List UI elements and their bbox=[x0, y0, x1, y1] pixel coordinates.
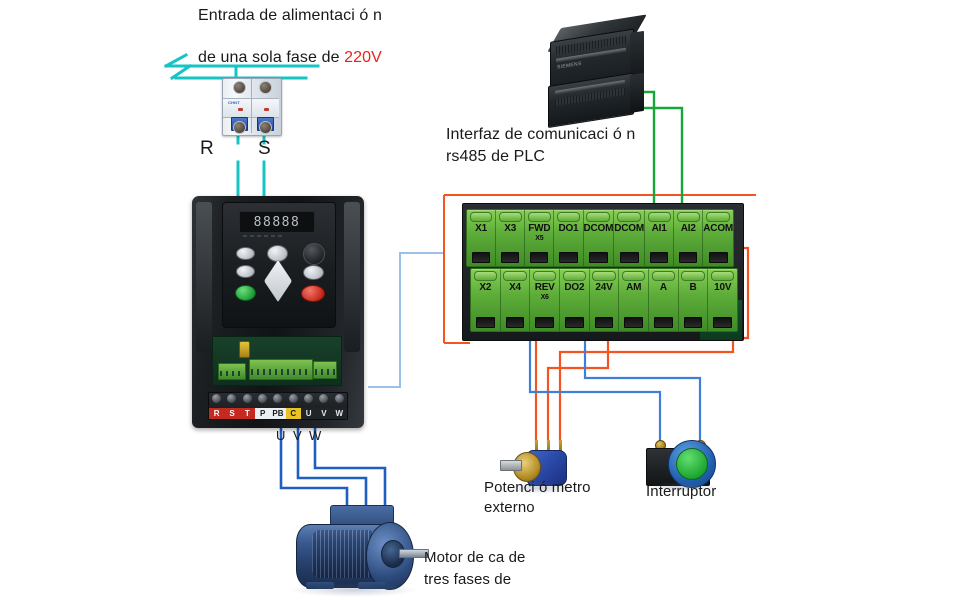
terminal-a[interactable]: A bbox=[649, 269, 679, 331]
terminal-label: X1 bbox=[475, 223, 487, 234]
motor-label-line2: tres fases de bbox=[424, 571, 512, 588]
prg-button[interactable] bbox=[236, 247, 255, 260]
vfd-display-value: 88888 bbox=[253, 214, 301, 230]
terminal-ai2[interactable]: AI2 bbox=[674, 210, 704, 266]
plc-label-line2: rs485 de PLC bbox=[446, 148, 546, 165]
terminal-label: DO1 bbox=[558, 223, 579, 234]
terminal-label: ACOM bbox=[703, 223, 734, 234]
terminal-label-main: REV bbox=[534, 282, 555, 293]
terminal-label: DO2 bbox=[564, 282, 585, 293]
terminal-label: 10V bbox=[714, 282, 732, 293]
shift-button[interactable] bbox=[303, 265, 324, 280]
terminal-x2[interactable]: X2 bbox=[471, 269, 501, 331]
vfd-terminal-label: U bbox=[300, 408, 317, 419]
data-enter-button[interactable] bbox=[236, 265, 255, 278]
vfd-terminal-label: C bbox=[285, 408, 301, 419]
terminal-label: AI1 bbox=[651, 223, 667, 234]
terminal-24v[interactable]: 24V bbox=[590, 269, 620, 331]
potentiometer-label-line1: Potenci ó metro bbox=[484, 479, 591, 496]
vfd-terminal[interactable]: C bbox=[285, 393, 301, 419]
phase-label-r: R bbox=[200, 138, 214, 159]
supply-label-line2: de una sola fase de 220V bbox=[198, 28, 382, 69]
vfd-control-board bbox=[212, 336, 342, 386]
vfd-terminal[interactable]: P bbox=[254, 393, 271, 419]
terminal-do1[interactable]: DO1 bbox=[554, 210, 584, 266]
run-forward-button[interactable] bbox=[267, 245, 288, 262]
vfd-terminal-label: T bbox=[239, 408, 255, 419]
terminal-b[interactable]: B bbox=[679, 269, 709, 331]
terminal-am[interactable]: AM bbox=[619, 269, 650, 331]
vfd-terminal[interactable]: T bbox=[239, 393, 255, 419]
terminal-x1[interactable]: X1 bbox=[467, 210, 497, 266]
vfd-terminal-label: V bbox=[316, 408, 332, 419]
supply-label-line1: Entrada de alimentaci ó n bbox=[198, 7, 382, 24]
output-phase-label-v: V bbox=[293, 428, 302, 443]
plc-module: SIEMENS bbox=[544, 13, 654, 130]
output-phase-label-w: W bbox=[309, 428, 322, 443]
vfd-terminal-label: R bbox=[209, 408, 225, 419]
switch-label: Interruptor bbox=[646, 483, 717, 500]
vfd-terminal-label: PB bbox=[270, 408, 286, 419]
terminal-label: X4 bbox=[509, 282, 521, 293]
plc-label-line1: Interfaz de comunicaci ó n bbox=[446, 126, 636, 143]
switch-button-cap[interactable] bbox=[676, 448, 708, 480]
vfd-keypad-panel: 88888 bbox=[222, 202, 336, 328]
vfd-terminal[interactable]: PB bbox=[270, 393, 286, 419]
potentiometer-label-line2: externo bbox=[484, 499, 535, 516]
terminal-x4[interactable]: X4 bbox=[501, 269, 531, 331]
terminal-label: X3 bbox=[504, 223, 517, 234]
terminal-ai1[interactable]: AI1 bbox=[645, 210, 675, 266]
terminal-do2[interactable]: DO2 bbox=[560, 269, 590, 331]
navigation-dpad[interactable] bbox=[264, 260, 292, 302]
terminal-label: AI2 bbox=[680, 223, 696, 234]
supply-voltage-value: 220V bbox=[344, 49, 382, 67]
vfd-terminal[interactable]: U bbox=[300, 393, 317, 419]
supply-label-text: de una sola fase de bbox=[198, 49, 345, 67]
vfd-terminal[interactable]: W bbox=[331, 393, 347, 419]
vfd-terminal[interactable]: R bbox=[209, 393, 225, 419]
terminal-label-sub: X6 bbox=[540, 293, 549, 301]
vfd-terminal-label: W bbox=[331, 408, 347, 419]
terminal-dcom-2[interactable]: DCOM bbox=[614, 210, 646, 266]
vfd-terminal[interactable]: V bbox=[316, 393, 332, 419]
potentiometer-knob[interactable] bbox=[303, 243, 325, 265]
terminal-label: DCOM bbox=[614, 223, 645, 234]
terminal-label: B bbox=[689, 282, 697, 293]
motor-label-line1: Motor de ca de bbox=[424, 549, 526, 566]
terminal-label: AM bbox=[626, 282, 642, 293]
terminal-10v[interactable]: 10V bbox=[708, 269, 737, 331]
vfd-power-terminals: R S T P PB C U V W bbox=[208, 392, 348, 420]
terminal-label: 24V bbox=[595, 282, 613, 293]
breaker-brand: CHNT bbox=[228, 100, 240, 105]
terminal-acom[interactable]: ACOM bbox=[703, 210, 733, 266]
vfd-display: 88888 bbox=[239, 211, 315, 233]
terminal-label-sub: X5 bbox=[535, 234, 544, 242]
vfd-terminal[interactable]: S bbox=[224, 393, 240, 419]
terminal-label: A bbox=[659, 282, 667, 293]
terminal-label-main: FWD bbox=[528, 223, 551, 234]
terminal-x3[interactable]: X3 bbox=[496, 210, 526, 266]
vfd-terminal-label: P bbox=[254, 408, 271, 419]
terminal-label: X2 bbox=[479, 282, 492, 293]
stop-reset-button[interactable] bbox=[301, 285, 325, 302]
terminal-label: DCOM bbox=[583, 223, 614, 234]
terminal-dcom-1[interactable]: DCOM bbox=[584, 210, 615, 266]
vfd-terminal-label: S bbox=[224, 408, 240, 419]
output-phase-label-u: U bbox=[276, 428, 286, 443]
run-button[interactable] bbox=[235, 285, 256, 301]
phase-label-s: S bbox=[258, 138, 271, 159]
